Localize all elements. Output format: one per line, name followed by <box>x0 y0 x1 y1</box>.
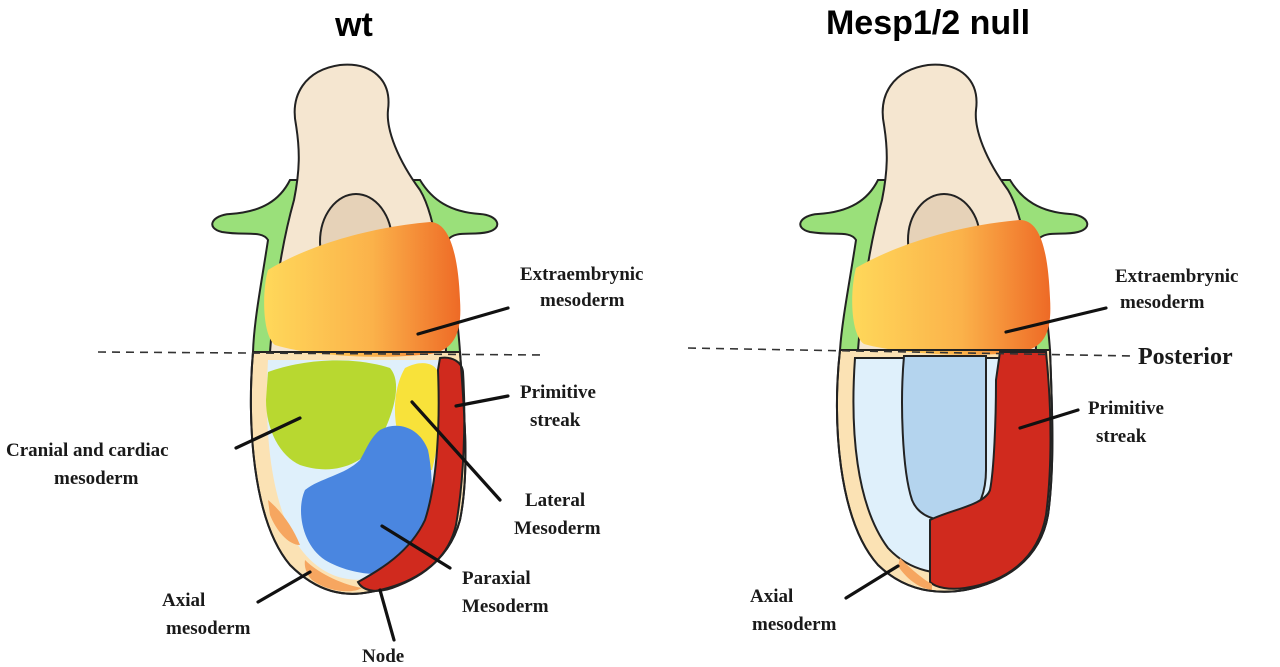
wt-leader-extraembryonic <box>416 306 510 336</box>
wt-primitive-streak <box>356 356 466 592</box>
null-label-primitive-streak-1: Primitive <box>1088 398 1164 419</box>
null-label-axial-2: mesoderm <box>752 614 837 635</box>
wt-embryo <box>211 63 499 595</box>
null-leader-primitive-streak <box>1018 408 1080 430</box>
null-dashed-line <box>687 347 1136 357</box>
wt-label-axial-1: Axial <box>162 590 205 611</box>
wt-leader-primitive-streak <box>454 394 510 408</box>
wt-label-lateral-2: Mesoderm <box>514 518 601 539</box>
wt-label-primitive-streak-1: Primitive <box>520 382 596 403</box>
null-leader-extraembryonic <box>1004 306 1108 334</box>
null-label-primitive-streak-2: streak <box>1096 426 1147 447</box>
wt-dashed-line <box>97 351 546 356</box>
wt-label-axial-2: mesoderm <box>166 618 251 639</box>
null-label-axial-1: Axial <box>750 586 793 607</box>
wt-title: wt <box>334 6 373 44</box>
wt-label-extraembryonic-2: mesoderm <box>540 290 625 311</box>
wt-label-node: Node <box>362 646 404 667</box>
wt-axial-mesoderm <box>268 500 300 545</box>
wt-label-paraxial-2: Mesoderm <box>462 596 549 617</box>
null-axial-mesoderm <box>898 558 932 590</box>
null-label-extraembryonic-1: Extraembrynic <box>1115 266 1238 287</box>
wt-label-lateral-1: Lateral <box>525 490 585 511</box>
wt-cranial-cardiac-mesoderm <box>266 360 397 470</box>
null-title: Mesp1/2 null <box>826 4 1030 42</box>
null-panel: Mesp1/2 null Extrae <box>687 4 1238 635</box>
null-label-posterior: Posterior <box>1138 344 1233 370</box>
wt-leader-paraxial <box>380 524 452 570</box>
wt-node <box>304 560 362 592</box>
wt-panel: wt <box>6 6 643 667</box>
null-primitive-streak <box>929 351 1052 590</box>
wt-label-extraembryonic-1: Extraembrynic <box>520 264 643 285</box>
wt-label-cranial-1: Cranial and cardiac <box>6 440 169 461</box>
wt-label-primitive-streak-2: streak <box>530 410 581 431</box>
null-leader-axial <box>844 564 900 600</box>
wt-leader-lateral <box>410 400 502 502</box>
null-label-extraembryonic-2: mesoderm <box>1120 292 1205 313</box>
wt-extraembryonic-mesoderm <box>264 222 461 357</box>
null-inner-epiblast <box>901 355 987 522</box>
wt-leader-axial <box>256 570 312 604</box>
null-extraembryonic-mesoderm <box>852 220 1051 355</box>
wt-label-cranial-2: mesoderm <box>54 468 139 489</box>
null-embryo <box>799 63 1089 593</box>
wt-leader-cranial <box>234 416 302 450</box>
wt-leader-node <box>378 588 396 642</box>
wt-label-paraxial-1: Paraxial <box>462 568 531 589</box>
